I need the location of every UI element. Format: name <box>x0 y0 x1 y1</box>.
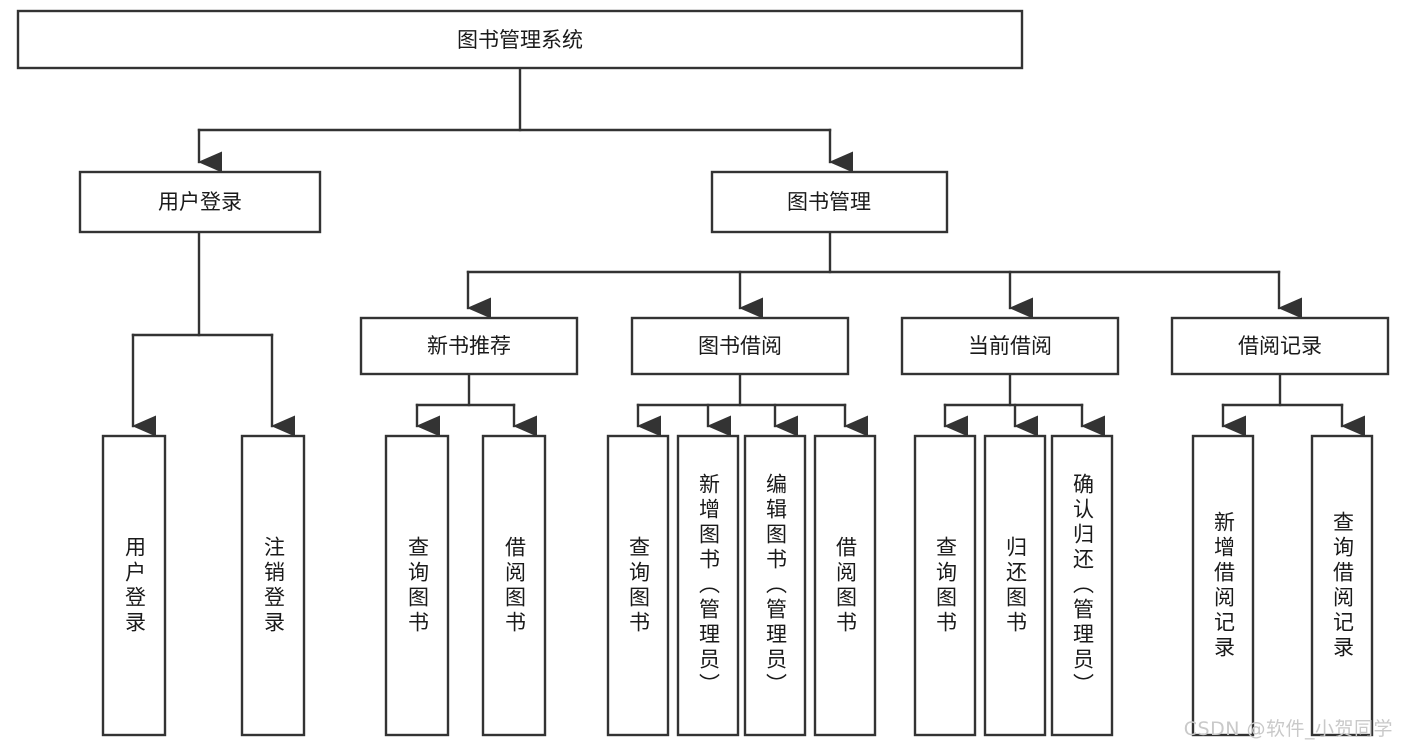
watermark-text: CSDN @软件_小贺同学 <box>1183 718 1393 740</box>
node-new-book-recommend[interactable]: 新书推荐 <box>359 316 579 376</box>
node-book-management-box[interactable] <box>710 170 949 234</box>
leaf-box-query-book-recommend[interactable] <box>384 434 450 737</box>
leaf-box-borrow-book[interactable] <box>813 434 877 737</box>
connector-group-book-mgmt <box>466 230 1303 319</box>
connector-group-root <box>197 66 854 173</box>
node-user-login-box[interactable] <box>78 170 322 234</box>
leaf-box-user-login[interactable] <box>101 434 167 737</box>
node-book-borrow-box[interactable] <box>630 316 850 376</box>
node-current-borrow[interactable]: 当前借阅 <box>900 316 1120 376</box>
leaf-box-logout[interactable] <box>240 434 306 737</box>
leaf-box-query-book-current[interactable] <box>913 434 977 737</box>
node-new-book-recommend-box[interactable] <box>359 316 579 376</box>
connector-group-user-login <box>131 230 296 437</box>
node-root-box[interactable] <box>16 9 1024 70</box>
node-current-borrow-box[interactable] <box>900 316 1120 376</box>
leaf-box-query-borrow-record[interactable] <box>1310 434 1374 737</box>
connector-group-records <box>1221 372 1366 437</box>
leaf-box-add-borrow-record[interactable] <box>1191 434 1255 737</box>
node-user-login-label: 用户登录 <box>158 190 242 214</box>
connector-group-current <box>943 372 1106 437</box>
connector-group-borrow <box>636 372 869 437</box>
node-borrow-records-box[interactable] <box>1170 316 1390 376</box>
leaf-box-borrow-book-recommend[interactable] <box>481 434 547 737</box>
node-book-management[interactable]: 图书管理 <box>710 170 949 234</box>
node-root-label: 图书管理系统 <box>457 28 583 52</box>
node-root[interactable]: 图书管理系统 <box>16 9 1024 70</box>
node-borrow-records[interactable]: 借阅记录 <box>1170 316 1390 376</box>
connector-group-new-books <box>415 372 538 437</box>
node-book-borrow[interactable]: 图书借阅 <box>630 316 850 376</box>
node-book-borrow-label: 图书借阅 <box>698 334 782 358</box>
leaf-box-add-book-admin[interactable] <box>676 434 740 737</box>
leaf-box-return-book[interactable] <box>983 434 1047 737</box>
leaf-box-confirm-return-admin[interactable] <box>1050 434 1114 737</box>
node-current-borrow-label: 当前借阅 <box>968 334 1052 358</box>
leaf-box-edit-book-admin[interactable] <box>743 434 807 737</box>
node-new-book-recommend-label: 新书推荐 <box>427 334 511 358</box>
node-book-management-label: 图书管理 <box>787 190 871 214</box>
node-user-login[interactable]: 用户登录 <box>78 170 322 234</box>
node-borrow-records-label: 借阅记录 <box>1238 334 1322 358</box>
leaf-box-query-book-borrow[interactable] <box>606 434 670 737</box>
